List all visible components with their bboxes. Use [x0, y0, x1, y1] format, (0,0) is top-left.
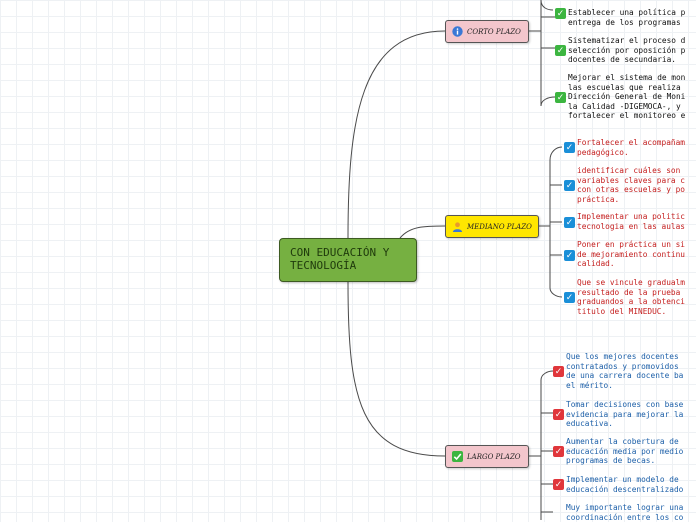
mediano-item-3[interactable]: ✓ Implementar una politic tecnologia en …	[564, 212, 685, 231]
mediano-item-2[interactable]: ✓ identificar cuáles son variables clave…	[564, 166, 685, 204]
corto-item-1[interactable]: ✓ Establecer una política p entrega de l…	[555, 8, 685, 27]
mediano-item-4[interactable]: ✓ Poner en práctica un si de mejoramient…	[564, 240, 685, 269]
largo-item-3[interactable]: ✓ Aumentar la cobertura de educación med…	[553, 437, 683, 466]
checkbox-checked-icon: ✓	[553, 446, 564, 457]
mediano-item-1-text: Fortalecer el acompañam pedagógico.	[577, 138, 685, 157]
check-icon	[452, 451, 463, 462]
branch-corto-plazo[interactable]: CORTO PLAZO	[445, 20, 529, 43]
checkbox-checked-icon: ✓	[555, 45, 566, 56]
branch-largo-label: LARGO PLAZO	[467, 452, 521, 461]
info-icon	[452, 26, 463, 37]
checkbox-checked-icon: ✓	[564, 142, 575, 153]
largo-item-4-text: Implementar un modelo de educación desce…	[566, 475, 684, 494]
mediano-item-5-text: Que se vincule gradualm resultado de la …	[577, 278, 685, 316]
branch-mediano-plazo[interactable]: MEDIANO PLAZO	[445, 215, 539, 238]
largo-item-2-text: Tomar decisiones con base evidencia para…	[566, 400, 684, 429]
mediano-item-2-text: identificar cuáles son variables claves …	[577, 166, 685, 204]
checkbox-checked-icon: ✓	[553, 409, 564, 420]
mediano-item-1[interactable]: ✓ Fortalecer el acompañam pedagógico.	[564, 138, 685, 157]
root-label: CON EDUCACIÓN Y TECNOLOGÍA	[290, 246, 390, 272]
largo-item-4[interactable]: ✓ Implementar un modelo de educación des…	[553, 475, 683, 494]
checkbox-checked-icon: ✓	[553, 366, 564, 377]
person-icon	[452, 221, 463, 232]
corto-item-3[interactable]: ✓ Mejorar el sistema de mon las escuelas…	[555, 73, 685, 121]
largo-item-5-text: Muy importante lograr una coordinación e…	[566, 503, 684, 522]
checkbox-placeholder	[553, 503, 564, 514]
largo-item-1[interactable]: ✓ Que los mejores docentes contratados y…	[553, 352, 683, 390]
corto-item-3-text: Mejorar el sistema de mon las escuelas q…	[568, 73, 686, 121]
checkbox-checked-icon: ✓	[555, 8, 566, 19]
corto-item-1-text: Establecer una política p entrega de los…	[568, 8, 686, 27]
checkbox-checked-icon: ✓	[564, 292, 575, 303]
mediano-item-5[interactable]: ✓ Que se vincule gradualm resultado de l…	[564, 278, 685, 316]
largo-item-1-text: Que los mejores docentes contratados y p…	[566, 352, 684, 390]
branch-mediano-label: MEDIANO PLAZO	[467, 222, 532, 231]
mediano-item-4-text: Poner en práctica un si de mejoramiento …	[577, 240, 685, 269]
largo-item-5[interactable]: Muy importante lograr una coordinación e…	[553, 503, 683, 522]
checkbox-checked-icon: ✓	[564, 250, 575, 261]
corto-item-2[interactable]: ✓ Sistematizar el proceso d selección po…	[555, 36, 685, 65]
checkbox-checked-icon: ✓	[553, 479, 564, 490]
largo-item-3-text: Aumentar la cobertura de educación media…	[566, 437, 684, 466]
root-node[interactable]: CON EDUCACIÓN Y TECNOLOGÍA	[279, 238, 417, 282]
checkbox-checked-icon: ✓	[564, 180, 575, 191]
largo-item-2[interactable]: ✓ Tomar decisiones con base evidencia pa…	[553, 400, 683, 429]
corto-item-2-text: Sistematizar el proceso d selección por …	[568, 36, 686, 65]
branch-largo-plazo[interactable]: LARGO PLAZO	[445, 445, 529, 468]
branch-corto-label: CORTO PLAZO	[467, 27, 521, 36]
mediano-item-3-text: Implementar una politic tecnologia en la…	[577, 212, 685, 231]
checkbox-checked-icon: ✓	[555, 92, 566, 103]
checkbox-checked-icon: ✓	[564, 217, 575, 228]
